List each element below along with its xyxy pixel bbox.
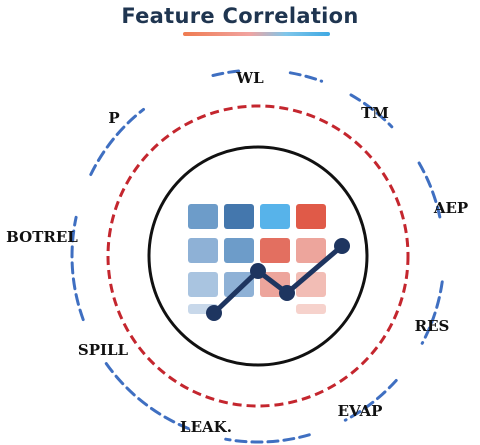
outer-ring-segment bbox=[70, 215, 85, 322]
outer-ring-segment bbox=[288, 71, 324, 83]
trend-point bbox=[334, 238, 350, 254]
matrix-cell bbox=[296, 204, 326, 229]
feature-label-evap: EVAP bbox=[338, 402, 383, 420]
outer-ring-segment bbox=[102, 358, 190, 430]
feature-label-aep: AEP bbox=[433, 199, 468, 217]
feature-label-spill: SPILL bbox=[78, 341, 129, 359]
trend-point bbox=[250, 263, 266, 279]
outer-dashed-ring bbox=[70, 69, 444, 444]
feature-label-botrel: BOTREL bbox=[6, 228, 78, 246]
matrix-cell bbox=[296, 238, 326, 263]
matrix-cell bbox=[188, 272, 218, 297]
outer-ring-segment bbox=[224, 433, 311, 444]
matrix-cell bbox=[224, 272, 254, 297]
feature-label-leak: LEAK. bbox=[180, 418, 232, 436]
matrix-cell bbox=[188, 238, 218, 263]
page-title: Feature Correlation bbox=[121, 4, 359, 28]
outer-ring-segment bbox=[417, 161, 442, 219]
center-circle bbox=[147, 145, 369, 367]
title-underline bbox=[183, 32, 330, 36]
trend-line bbox=[211, 243, 345, 316]
matrix-cell bbox=[224, 238, 254, 263]
outer-ring-segment bbox=[89, 107, 145, 176]
outer-ring-segment bbox=[343, 379, 398, 422]
feature-label-res: RES bbox=[415, 317, 450, 335]
trend-point bbox=[279, 285, 295, 301]
matrix-cell bbox=[224, 204, 254, 229]
feature-label-wl: WL bbox=[235, 69, 264, 87]
inner-dashed-ring bbox=[106, 104, 410, 408]
matrix-cell bbox=[296, 304, 326, 314]
feature-label-tm: TM bbox=[361, 104, 389, 122]
feature-label-p: P bbox=[108, 109, 119, 127]
outer-ring-segment bbox=[211, 69, 241, 77]
trend-point bbox=[206, 305, 222, 321]
correlation-matrix-with-trend-line-icon bbox=[188, 204, 350, 321]
matrix-cell bbox=[188, 204, 218, 229]
outer-ring-segment bbox=[420, 280, 444, 345]
matrix-cell bbox=[260, 238, 290, 263]
matrix-cell bbox=[260, 204, 290, 229]
feature-labels: WL TM AEP RES EVAP LEAK. SPILL BOTREL P bbox=[6, 69, 468, 436]
outer-ring-segment bbox=[349, 93, 394, 129]
